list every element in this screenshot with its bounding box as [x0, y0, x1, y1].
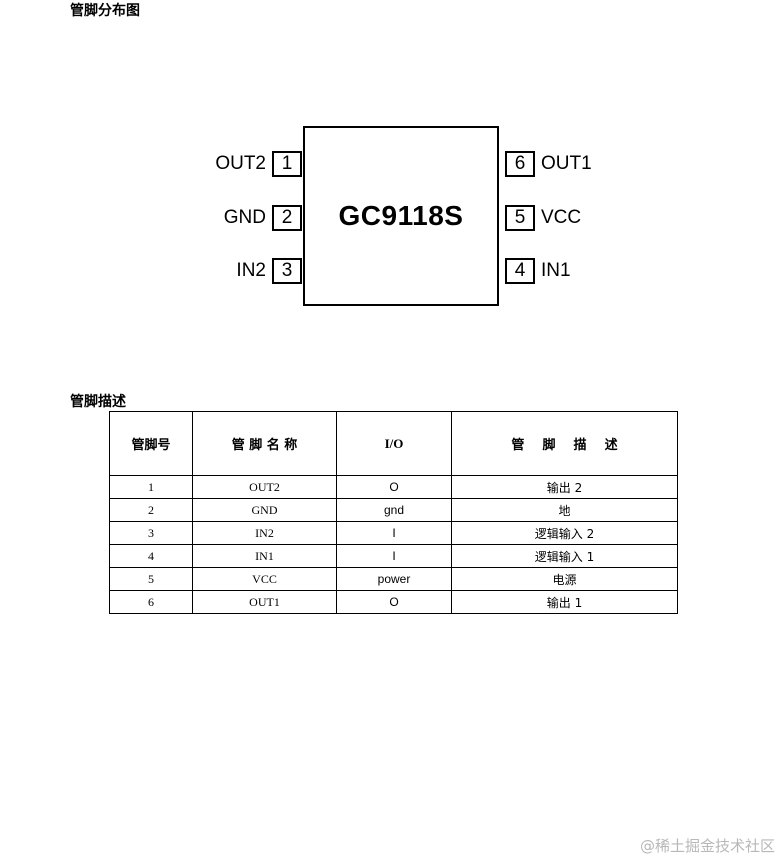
pin-1-label: OUT2 [215, 153, 266, 174]
row-pin-name: VCC [192, 567, 337, 591]
row-description: 地 [451, 498, 678, 522]
pin-6-label: OUT1 [541, 153, 592, 174]
header-io: I/O [336, 411, 452, 476]
table-row: 4 IN1 I 逻辑输入 1 [109, 544, 678, 568]
row-io: O [336, 475, 452, 499]
row-pin-no: 6 [109, 590, 193, 614]
pin-3-box: 3 [272, 258, 302, 284]
pin-4-box: 4 [505, 258, 535, 284]
row-description: 输出 1 [451, 590, 678, 614]
pinout-heading: 管脚分布图 [70, 3, 140, 19]
pin-1-box: 1 [272, 151, 302, 177]
pin-6-box: 6 [505, 151, 535, 177]
row-io: I [336, 521, 452, 545]
header-pin-name: 管 脚 名 称 [192, 411, 337, 476]
table-row: 1 OUT2 O 输出 2 [109, 475, 678, 499]
row-io: power [336, 567, 452, 591]
row-io: I [336, 544, 452, 568]
row-pin-name: IN1 [192, 544, 337, 568]
row-description: 输出 2 [451, 475, 678, 499]
pin-2-box: 2 [272, 205, 302, 231]
table-row: 5 VCC power 电源 [109, 567, 678, 591]
watermark: @稀土掘金技术社区 [639, 837, 775, 855]
table-row: 6 OUT1 O 输出 1 [109, 590, 678, 614]
row-description: 逻辑输入 2 [451, 521, 678, 545]
row-pin-no: 4 [109, 544, 193, 568]
row-pin-name: IN2 [192, 521, 337, 545]
row-pin-name: OUT1 [192, 590, 337, 614]
pin-2-label: GND [223, 207, 266, 228]
row-description: 电源 [451, 567, 678, 591]
pin-4-label: IN1 [541, 260, 571, 281]
pin-description-heading: 管脚描述 [70, 394, 126, 410]
pin-3-label: IN2 [236, 260, 266, 281]
header-pin-no: 管脚号 [109, 411, 193, 476]
row-pin-no: 2 [109, 498, 193, 522]
chip-body: GC9118S [303, 126, 499, 306]
table-row: 2 GND gnd 地 [109, 498, 678, 522]
header-description: 管 脚 描 述 [451, 411, 678, 476]
row-io: O [336, 590, 452, 614]
table-header-row: 管脚号 管 脚 名 称 I/O 管 脚 描 述 [109, 411, 678, 476]
row-pin-no: 1 [109, 475, 193, 499]
row-pin-no: 3 [109, 521, 193, 545]
pin-5-label: VCC [541, 207, 582, 228]
pin-5-box: 5 [505, 205, 535, 231]
row-description: 逻辑输入 1 [451, 544, 678, 568]
row-pin-name: GND [192, 498, 337, 522]
part-number: GC9118S [338, 200, 464, 231]
row-pin-no: 5 [109, 567, 193, 591]
row-pin-name: OUT2 [192, 475, 337, 499]
row-io: gnd [336, 498, 452, 522]
table-row: 3 IN2 I 逻辑输入 2 [109, 521, 678, 545]
pin-description-table: 管脚号 管 脚 名 称 I/O 管 脚 描 述 1 OUT2 O 输出 2 2 … [109, 411, 678, 614]
